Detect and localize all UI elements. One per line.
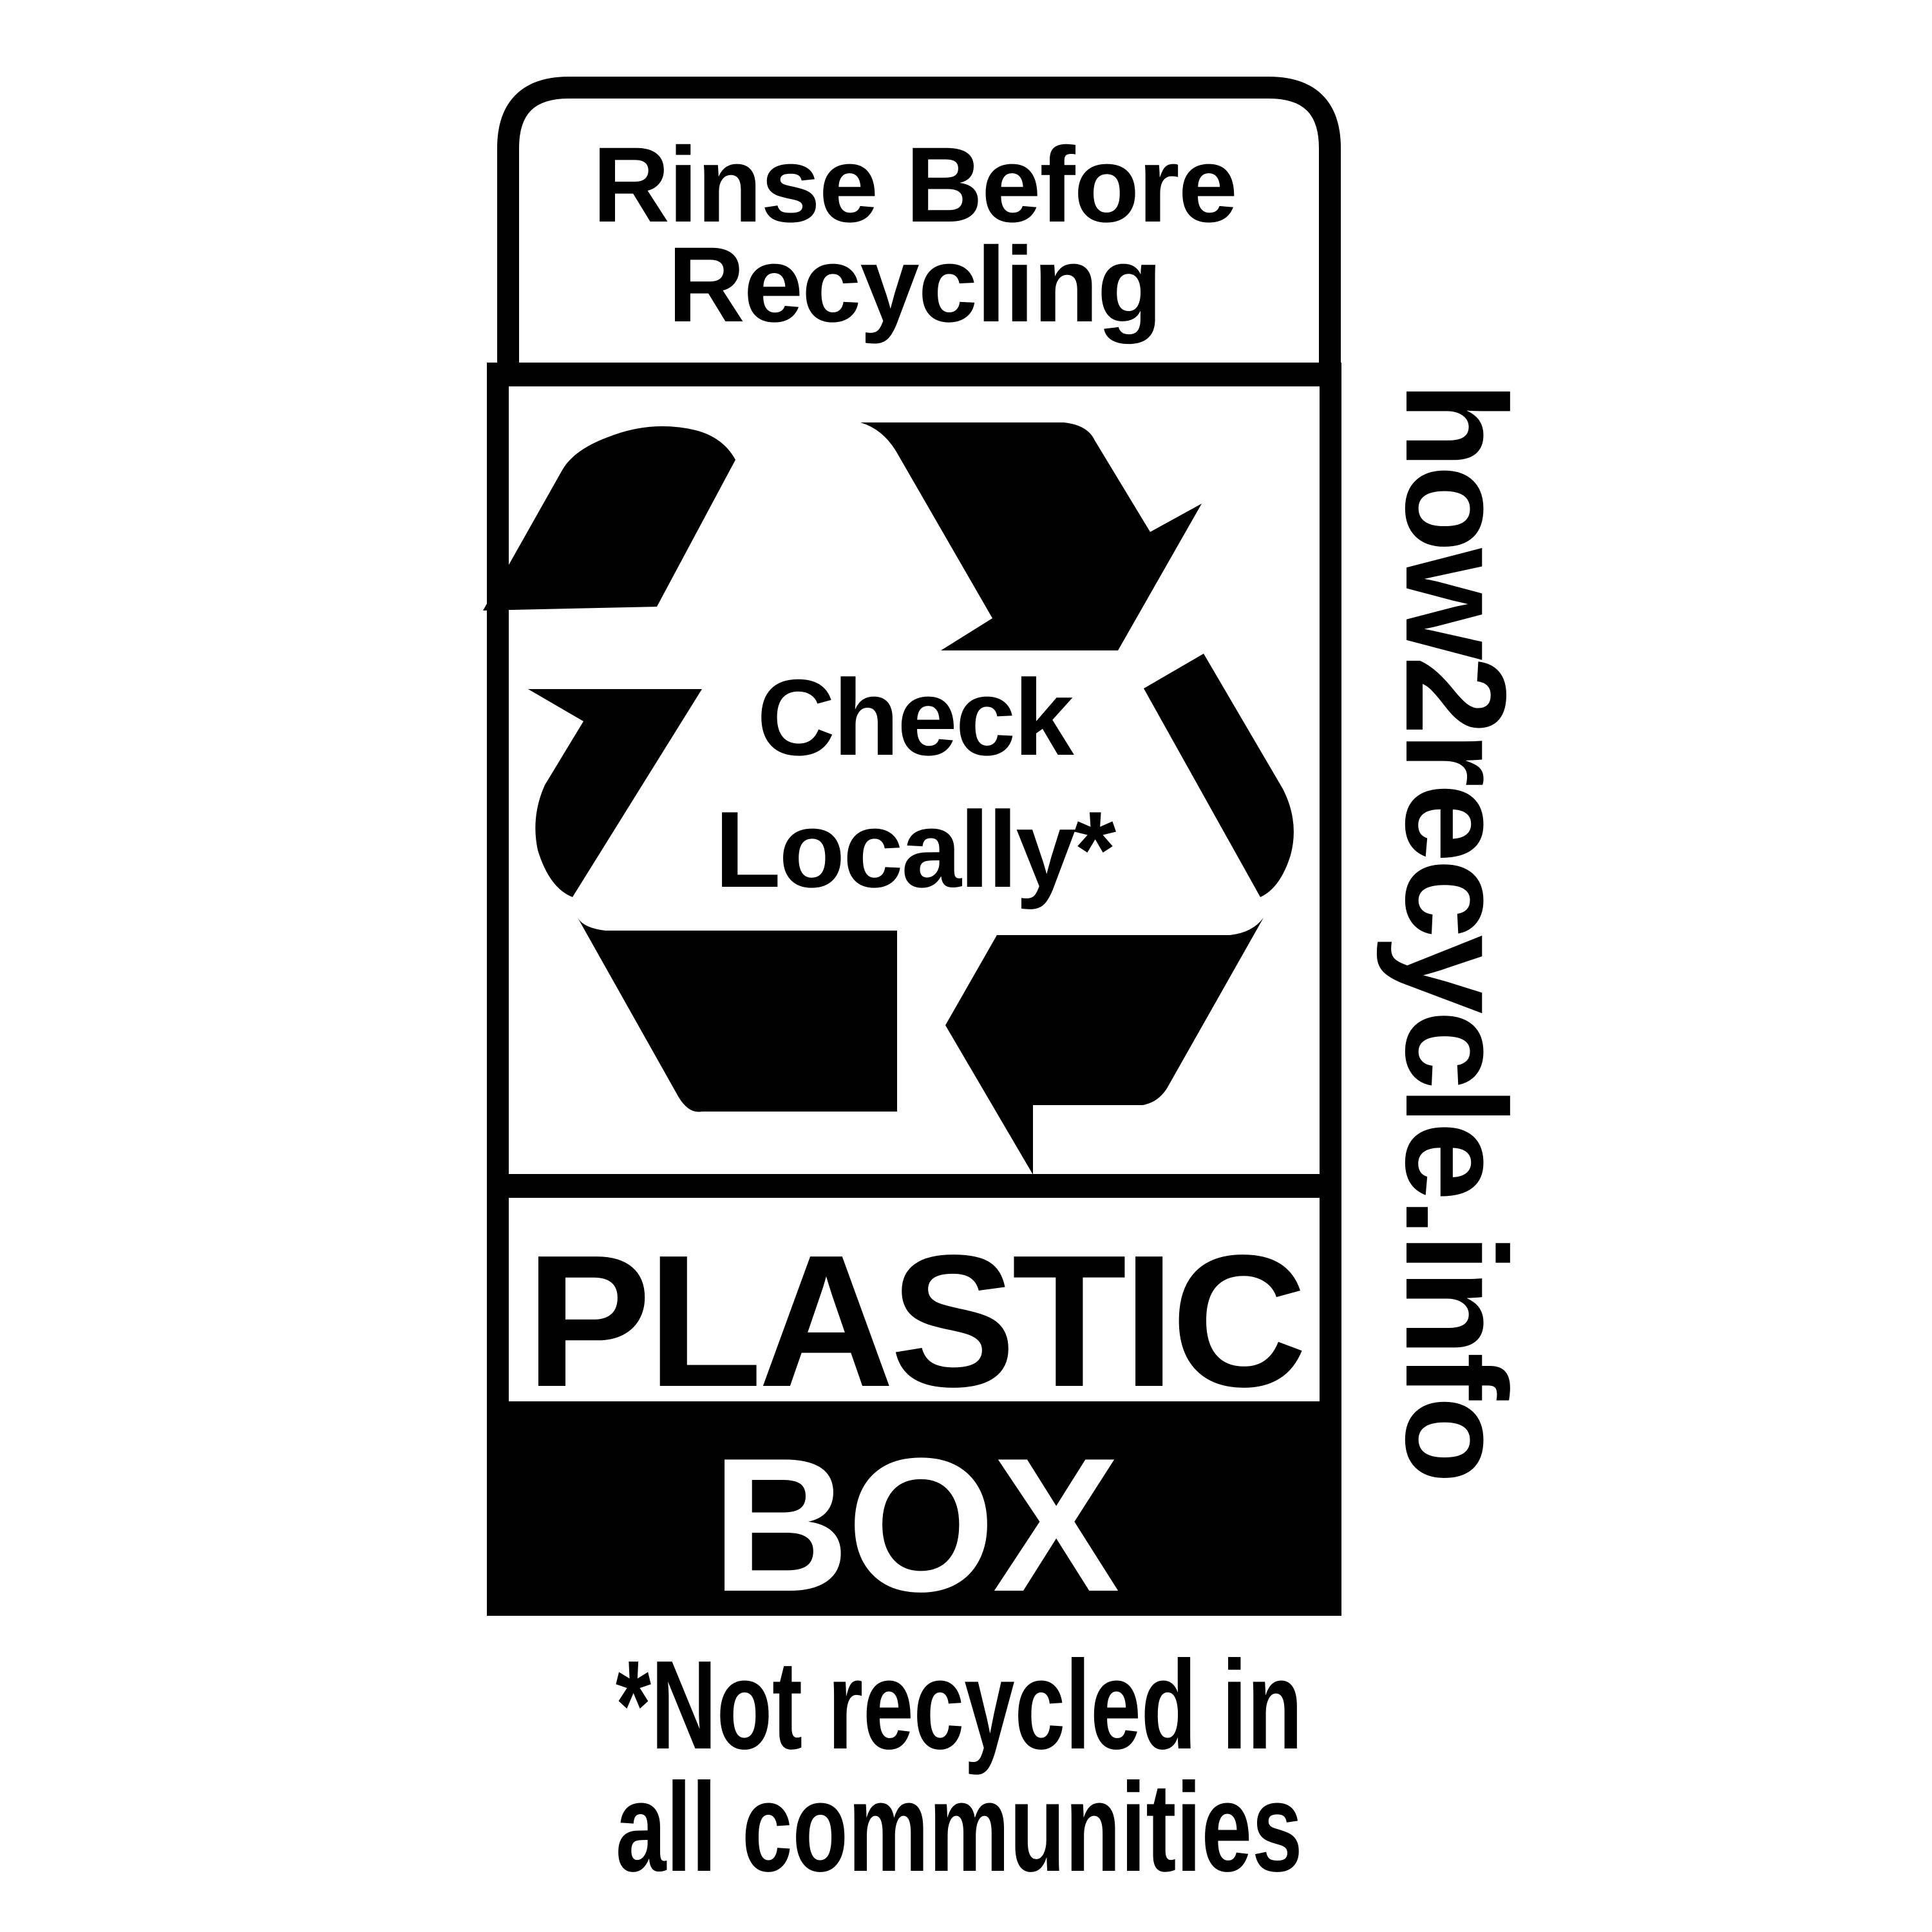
recycle-arrow-left	[578, 918, 897, 1112]
recycle-arrow-top-head	[860, 422, 1202, 650]
recycle-arrows-icon	[483, 422, 1294, 1175]
recycle-arrow-top	[483, 426, 735, 611]
website-label: how2recycle.info	[1376, 381, 1535, 1480]
material-window	[509, 1198, 1320, 1401]
recycle-arrow-right-head	[945, 918, 1264, 1175]
instruction-line-1: Rinse Before	[592, 126, 1238, 245]
material-label: PLASTIC	[526, 1216, 1307, 1426]
recycle-arrow-right	[1144, 654, 1294, 897]
recycle-status-line-2: Locally*	[714, 789, 1116, 910]
footnote-line-1: *Not recycled in	[616, 1634, 1303, 1776]
instruction-panel-border	[497, 77, 1341, 364]
footnote-line-2: all communities	[616, 1757, 1303, 1898]
format-label: BOX	[712, 1418, 1119, 1631]
recycle-arrow-left-head	[528, 689, 702, 897]
instruction-line-2: Recycling	[667, 225, 1162, 345]
recycle-status-line-1: Check	[757, 657, 1074, 778]
